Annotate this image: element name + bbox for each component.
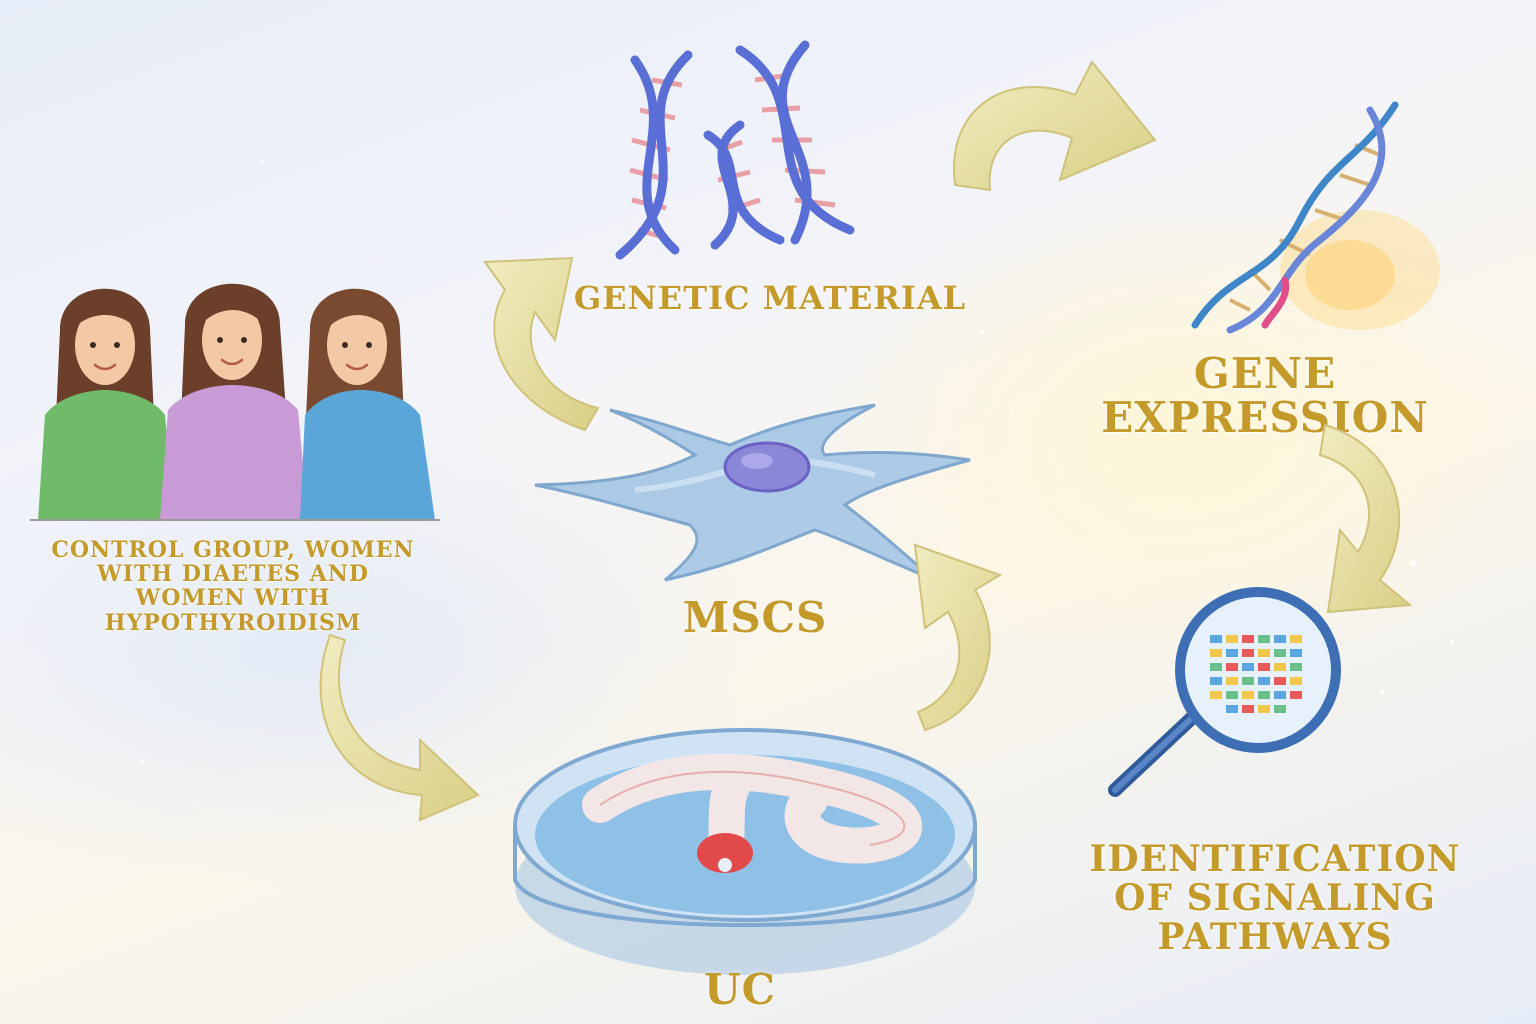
signaling-label: IDENTIFICATION OF SIGNALING PATHWAYS	[1089, 838, 1461, 958]
umbilical-cord-dish-icon	[513, 728, 977, 975]
sparkle	[1450, 640, 1454, 644]
uc-label: UC	[703, 965, 777, 1014]
sparkle	[260, 160, 263, 163]
gene-expression-label: GENE EXPRESSION	[1101, 349, 1429, 443]
curved-arrow-icon	[319, 633, 480, 822]
women-group-illustration	[30, 283, 440, 521]
curved-arrow-icon	[1318, 423, 1413, 614]
dna-helix-icon	[1191, 101, 1440, 334]
genetic-material-label: GENETIC MATERIAL	[573, 279, 967, 317]
magnifier-heatmap-icon	[1108, 587, 1341, 797]
mscs-label: MSCS	[682, 593, 828, 642]
sparkle	[980, 330, 984, 334]
stem-cell-icon	[534, 403, 971, 582]
curved-arrow-icon	[913, 543, 1003, 732]
groups-label: CONTROL GROUP, WOMEN WITH DIAETES AND WO…	[51, 537, 415, 636]
sparkle	[140, 760, 144, 764]
dna-strands-icon	[615, 40, 855, 260]
sparkle	[1410, 560, 1416, 566]
curved-arrow-icon	[483, 256, 600, 432]
sparkle	[1380, 690, 1385, 695]
curved-arrow-icon	[952, 60, 1157, 192]
